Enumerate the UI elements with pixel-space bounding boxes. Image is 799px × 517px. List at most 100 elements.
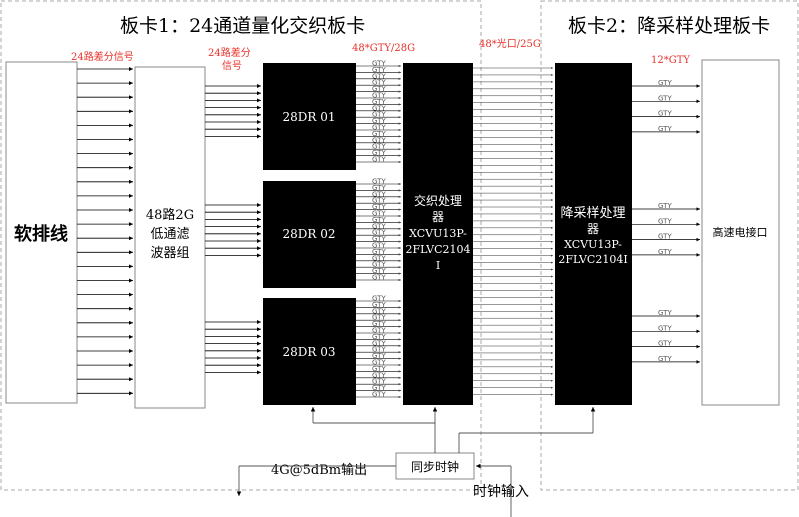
gty-tag: GTY bbox=[372, 267, 386, 275]
gty-tag: GTY bbox=[658, 233, 672, 241]
filter-bank-box bbox=[134, 66, 206, 409]
gty-tag: GTY bbox=[372, 254, 386, 262]
label-diff24-a: 24路差分信号 bbox=[71, 50, 134, 63]
interleave-label-3: XCVU13P- bbox=[409, 227, 467, 240]
gty-tag: GTY bbox=[372, 203, 386, 211]
gty-tag: GTY bbox=[658, 125, 672, 133]
downsample-label-1: 降采样处理 bbox=[560, 206, 625, 221]
gty-tag: GTY bbox=[372, 301, 386, 309]
gty-tag: GTY bbox=[372, 365, 386, 373]
gty-tag: GTY bbox=[372, 371, 386, 379]
board1-title: 板卡1：24通道量化交织板卡 bbox=[120, 15, 365, 37]
rfsoc-28dr-01-label: 28DR 01 bbox=[282, 110, 335, 124]
gty-tag: GTY bbox=[658, 202, 672, 210]
downsample-label-4: 2FLVC2104I bbox=[558, 253, 627, 266]
gty-tag: GTY bbox=[372, 235, 386, 243]
downsample-label-3: XCVU13P- bbox=[564, 238, 622, 251]
board1-outline bbox=[0, 0, 482, 491]
gty-tag: GTY bbox=[372, 149, 386, 157]
high-speed-connector-box bbox=[701, 59, 780, 406]
filter-bank-label-1: 48路2G bbox=[146, 207, 194, 223]
gty-tag: GTY bbox=[372, 85, 386, 93]
gty-tag: GTY bbox=[372, 248, 386, 256]
label-optical48: 48*光口/25G bbox=[479, 37, 541, 50]
board2-title: 板卡2：降采样处理板卡 bbox=[568, 15, 770, 37]
gty-tag: GTY bbox=[372, 333, 386, 341]
gty-tag: GTY bbox=[658, 340, 672, 348]
gty-tag: GTY bbox=[372, 66, 386, 74]
interleave-processor bbox=[403, 63, 473, 405]
rfsoc-28dr-03-label: 28DR 03 bbox=[282, 345, 335, 359]
gty-tag: GTY bbox=[372, 327, 386, 335]
label-gty48: 48*GTY/28G bbox=[352, 43, 415, 54]
gty-tag: GTY bbox=[372, 124, 386, 132]
gty-tag: GTY bbox=[658, 309, 672, 317]
gty-tag: GTY bbox=[372, 274, 386, 282]
gty-tag: GTY bbox=[372, 190, 386, 198]
gty-tag: GTY bbox=[372, 295, 386, 303]
gty-tag: GTY bbox=[658, 94, 672, 102]
rfsoc-28dr-03 bbox=[263, 298, 356, 405]
gty-tag: GTY bbox=[372, 384, 386, 392]
high-speed-connector-label: 高速电接口 bbox=[713, 225, 768, 239]
filter-bank-label-2: 低通滤 bbox=[150, 227, 189, 242]
gty-tag: GTY bbox=[372, 72, 386, 80]
gty-tag: GTY bbox=[372, 117, 386, 125]
interleave-label-2: 器 bbox=[432, 210, 444, 224]
gty-tag: GTY bbox=[372, 242, 386, 250]
interleave-label-1: 交织处理 bbox=[414, 193, 462, 208]
downsample-label-2: 器 bbox=[587, 222, 599, 236]
gty-tag: GTY bbox=[658, 355, 672, 363]
interleave-label-5: I bbox=[436, 259, 440, 272]
gty-tag: GTY bbox=[372, 314, 386, 322]
sync-clock-box bbox=[395, 452, 475, 480]
gty-tag: GTY bbox=[372, 156, 386, 164]
rfsoc-28dr-02 bbox=[263, 181, 356, 288]
gty-tag: GTY bbox=[372, 339, 386, 347]
ribbon-cable-box bbox=[5, 61, 78, 404]
gty-tag: GTY bbox=[372, 391, 386, 399]
gty-tag: GTY bbox=[372, 359, 386, 367]
gty-tag: GTY bbox=[372, 197, 386, 205]
label-gty12: 12*GTY bbox=[651, 55, 690, 66]
connection-wires: GTYGTYGTYGTYGTYGTYGTYGTYGTYGTYGTYGTYGTYG… bbox=[77, 60, 700, 517]
gty-tag: GTY bbox=[372, 143, 386, 151]
gty-tag: GTY bbox=[372, 320, 386, 328]
gty-tag: GTY bbox=[372, 261, 386, 269]
label-diff24-b-2: 信号 bbox=[222, 60, 242, 72]
gty-tag: GTY bbox=[372, 216, 386, 224]
label-diff24-b-1: 24路差分 bbox=[208, 46, 251, 59]
gty-tag: GTY bbox=[372, 130, 386, 138]
label-clock-input: 时钟输入 bbox=[473, 483, 529, 500]
gty-tag: GTY bbox=[372, 229, 386, 237]
gty-tag: GTY bbox=[372, 210, 386, 218]
gty-tag: GTY bbox=[658, 110, 672, 118]
gty-tag: GTY bbox=[372, 307, 386, 315]
gty-tag: GTY bbox=[372, 352, 386, 360]
gty-tag: GTY bbox=[372, 111, 386, 119]
sync-clock-label: 同步时钟 bbox=[411, 459, 459, 474]
rfsoc-28dr-01 bbox=[263, 63, 356, 170]
gty-tag: GTY bbox=[658, 217, 672, 225]
gty-tag: GTY bbox=[372, 79, 386, 87]
gty-tag: GTY bbox=[658, 79, 672, 87]
gty-tag: GTY bbox=[372, 346, 386, 354]
gty-tag: GTY bbox=[372, 92, 386, 100]
gty-tag: GTY bbox=[658, 324, 672, 332]
board2-outline bbox=[540, 0, 799, 491]
gty-tag: GTY bbox=[372, 222, 386, 230]
gty-tag: GTY bbox=[372, 136, 386, 144]
filter-bank-label-3: 波器组 bbox=[150, 246, 189, 261]
gty-tag: GTY bbox=[372, 60, 386, 68]
gty-tag: GTY bbox=[372, 98, 386, 106]
label-4g-output: 4G@5dBm输出 bbox=[271, 462, 367, 478]
ribbon-cable-label: 软排线 bbox=[14, 223, 68, 245]
gty-tag: GTY bbox=[372, 378, 386, 386]
gty-tag: GTY bbox=[372, 104, 386, 112]
rfsoc-28dr-02-label: 28DR 02 bbox=[282, 227, 335, 241]
gty-tag: GTY bbox=[372, 184, 386, 192]
downsample-processor bbox=[555, 63, 632, 405]
gty-tag: GTY bbox=[658, 248, 672, 256]
gty-tag: GTY bbox=[372, 178, 386, 186]
